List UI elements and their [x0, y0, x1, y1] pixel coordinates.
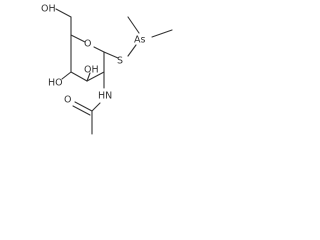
- c4-hydroxyl-label: HO: [48, 78, 63, 89]
- bond-c2-c3: [86, 71, 105, 82]
- carbonyl-oxygen-label: O: [64, 95, 71, 106]
- bond-o-ring-c1: [93, 46, 105, 53]
- bond-n-carbonyl-c: [91, 102, 101, 112]
- bonds: [55, 8, 173, 135]
- sulfur-label: S: [117, 56, 123, 67]
- hydroxymethyl-oh-label: OH: [41, 4, 56, 15]
- ring-oxygen-label: O: [84, 39, 91, 50]
- arsenic-label: As: [134, 35, 145, 46]
- bond-c3-c4: [70, 71, 88, 82]
- c3-hydroxyl-label: OH: [84, 65, 99, 76]
- bond-carbonyl-c-o-a: [74, 101, 93, 112]
- bond-as-methyl-1: [127, 16, 140, 34]
- bond-c3-oh: [86, 72, 91, 82]
- bond-c4-oh: [61, 71, 72, 80]
- bond-s-as: [127, 44, 137, 57]
- bond-c5-o-ring: [70, 34, 86, 43]
- atom-labels: OH O S As HO OH HN O: [41, 4, 145, 106]
- bond-c1-s: [103, 51, 119, 59]
- amide-nitrogen-label: HN: [98, 91, 112, 102]
- bond-as-methyl-2: [151, 29, 173, 38]
- chemical-structure-diagram: OH O S As HO OH HN O: [41, 4, 173, 135]
- bond-carbonyl-c-o-b: [72, 105, 91, 116]
- bond-oh-ch2: [55, 8, 72, 18]
